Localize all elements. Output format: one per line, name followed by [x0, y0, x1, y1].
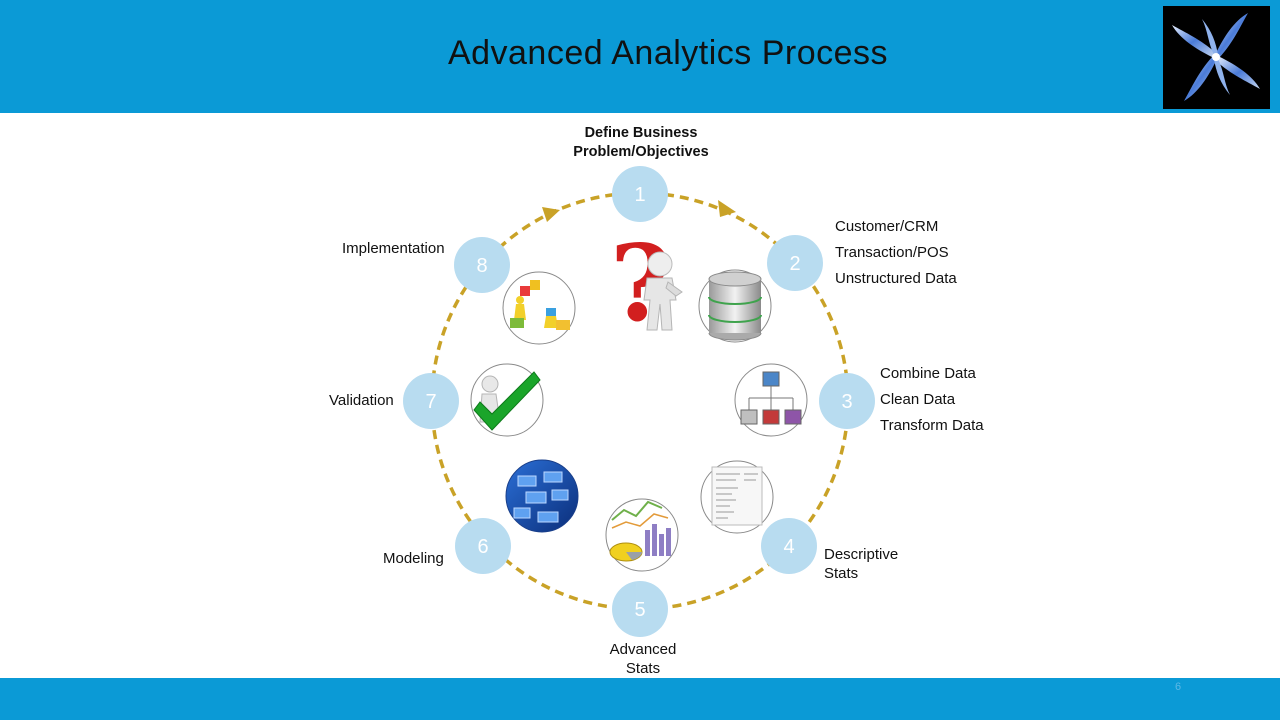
step-label-1: Define Business Problem/Objectives: [573, 125, 709, 160]
data-merge-icon: [734, 363, 808, 437]
puzzle-icon: [502, 271, 576, 345]
charts-icon: [605, 498, 679, 572]
slide-title: Advanced Analytics Process: [447, 34, 889, 72]
logo: [1163, 6, 1270, 109]
step-label-2: Customer/CRM Transaction/POS Unstructure…: [835, 218, 957, 287]
step-number: 3: [841, 391, 852, 413]
step-circle-4: 4: [761, 518, 817, 574]
step-number: 8: [476, 255, 487, 277]
header-bar: [0, 0, 1280, 113]
step-circle-2: 2: [767, 235, 823, 291]
arrow-head-icon: [718, 200, 736, 217]
step-label-5: Advanced Stats: [609, 641, 677, 677]
step-number: 7: [425, 391, 436, 413]
step-number: 1: [634, 184, 645, 206]
step-number: 2: [789, 253, 800, 275]
step-label-8: Implementation: [342, 240, 445, 257]
footer-bar: [0, 678, 1280, 720]
step-circle-7: 7: [403, 373, 459, 429]
step-label-6: Modeling: [383, 550, 444, 567]
step-number: 6: [477, 536, 488, 558]
arrow-head-icon: [542, 207, 560, 222]
step-label-7: Validation: [329, 392, 394, 409]
step-circle-5: 5: [612, 581, 668, 637]
step-number: 5: [634, 599, 645, 621]
step-circle-8: 8: [454, 237, 510, 293]
flowchart-icon: [505, 459, 579, 533]
page-number: 6: [1174, 681, 1182, 693]
step-circle-3: 3: [819, 373, 875, 429]
step-number: 4: [783, 536, 794, 558]
step-circle-6: 6: [455, 518, 511, 574]
stats-table-icon: [700, 460, 774, 534]
database-icon: [698, 269, 772, 343]
checkmark-icon: [470, 363, 544, 437]
step-circle-1: 1: [612, 166, 668, 222]
step-label-4: Descriptive Stats: [824, 546, 899, 582]
question-mark-thinker-icon: ?: [610, 221, 683, 345]
step-label-3: Combine Data Clean Data Transform Data: [880, 365, 984, 434]
